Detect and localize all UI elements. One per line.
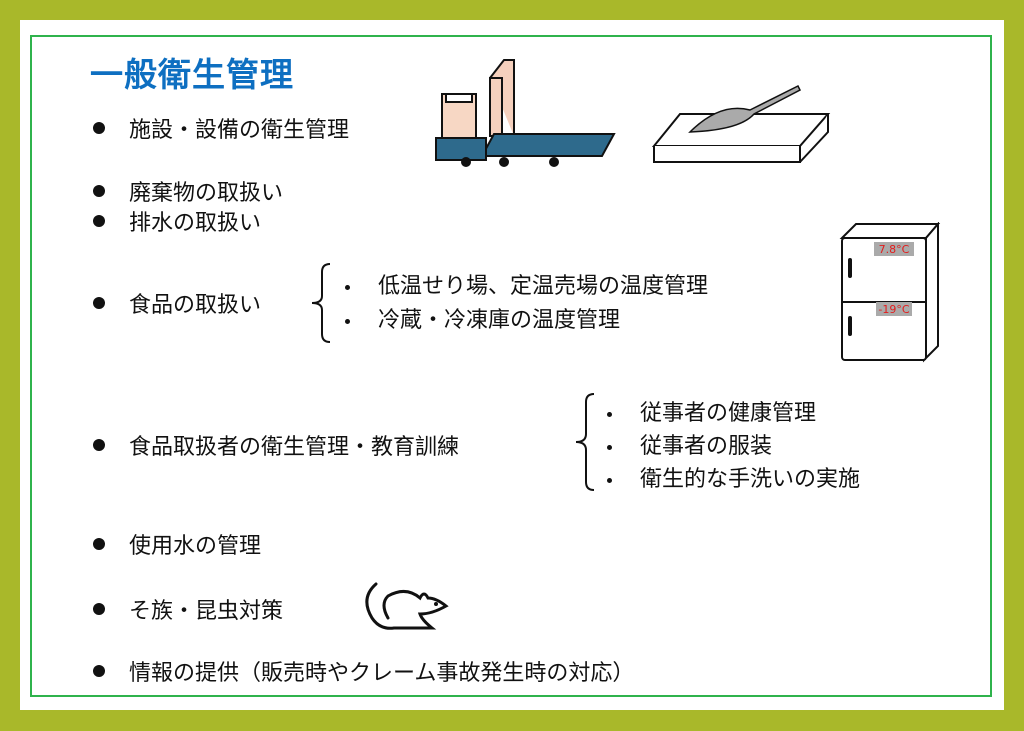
item-label: 情報の提供（販売時やクレーム事故発生時の対応） [129,661,635,686]
sub-item: 冷蔵・冷凍庫の温度管理 [345,302,620,334]
item-label: 使用水の管理 [129,534,262,559]
slide-frame [30,35,992,697]
bullet-icon [93,665,105,677]
sub-item: 従事者の健康管理 [607,395,816,427]
sub-item-label: 従事者の健康管理 [640,401,817,426]
mouse-icon [365,582,449,630]
bullet-icon [93,439,105,451]
list-item: 情報の提供（販売時やクレーム事故発生時の対応） [93,655,634,687]
list-item: 使用水の管理 [93,528,261,560]
item-label: 施設・設備の衛生管理 [129,118,350,143]
list-item: そ族・昆虫対策 [93,593,283,625]
sub-item-label: 従事者の服装 [640,434,773,459]
refrigerator-icon: 7.8°C -19°C [839,222,941,363]
fridge-top-temp: 7.8°C [879,243,910,256]
bullet-icon [93,122,105,134]
brace-icon [575,393,595,491]
list-item: 食品取扱者の衛生管理・教育訓練 [93,429,459,461]
item-label: 食品の取扱い [129,293,262,318]
item-label: 廃棄物の取扱い [129,181,284,206]
sub-item: 衛生的な手洗いの実施 [607,461,860,493]
item-label: 排水の取扱い [129,211,262,236]
cutting-board-icon [651,84,831,163]
item-label: 食品取扱者の衛生管理・教育訓練 [129,435,460,460]
sub-item: 低温せり場、定温売場の温度管理 [345,268,708,300]
bullet-icon [93,297,105,309]
list-item: 廃棄物の取扱い [93,175,283,207]
sub-item-label: 衛生的な手洗いの実施 [640,467,861,492]
brace-icon [311,263,331,343]
fridge-bottom-temp: -19°C [878,303,909,316]
bullet-icon [93,215,105,227]
bullet-icon [93,185,105,197]
page-title: 一般衛生管理 [90,55,294,94]
sub-item-label: 低温せり場、定温売場の温度管理 [378,274,709,299]
sub-item-label: 冷蔵・冷凍庫の温度管理 [378,308,621,333]
list-item: 排水の取扱い [93,205,261,237]
item-label: そ族・昆虫対策 [129,599,284,624]
bullet-icon [93,603,105,615]
list-item: 施設・設備の衛生管理 [93,112,349,144]
sub-item: 従事者の服装 [607,428,772,460]
bullet-icon [93,538,105,550]
list-item: 食品の取扱い [93,287,261,319]
hand-cart-icon [435,59,616,167]
